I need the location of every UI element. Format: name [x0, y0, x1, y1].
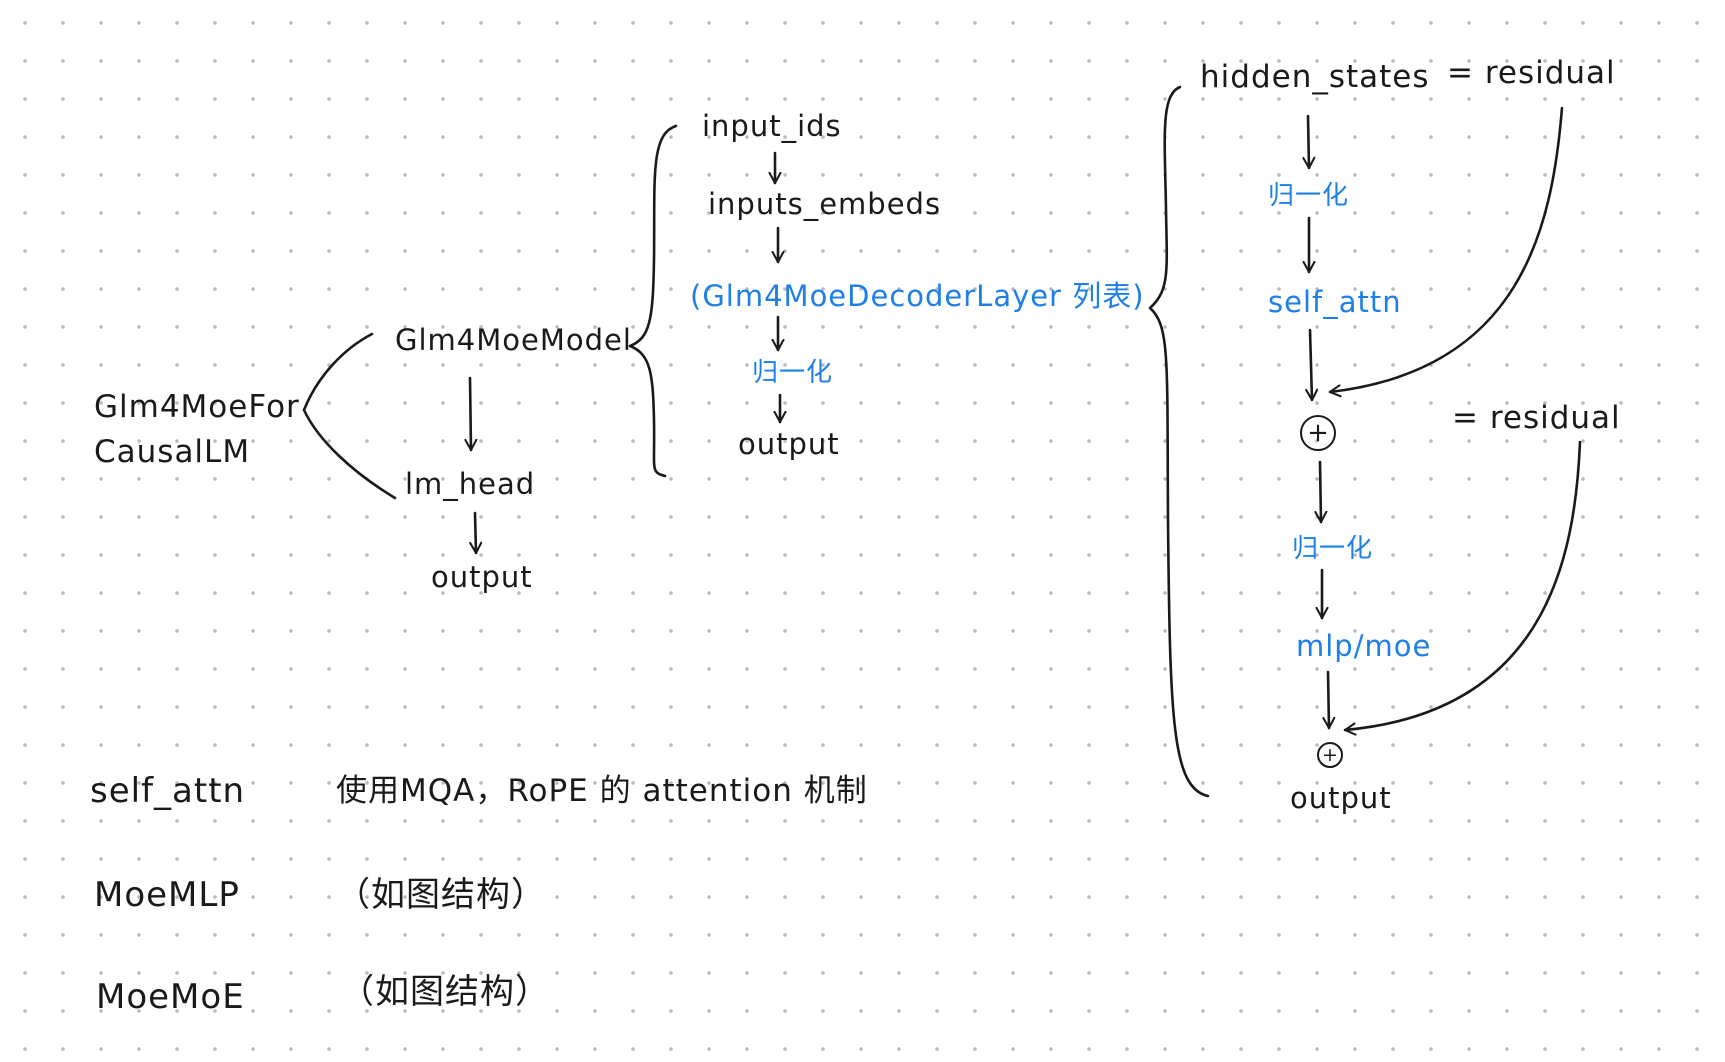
note-term-moe-moe: MoeMoE	[96, 977, 245, 1017]
arrow-attn-to-add1	[1310, 328, 1312, 402]
hidden-states-node: hidden_states	[1200, 59, 1430, 95]
arrow-add1-to-norm2	[1320, 460, 1321, 524]
input-ids-node: input_ids	[702, 109, 842, 143]
model-brace	[628, 124, 678, 478]
residual-add-2: +	[1317, 742, 1343, 768]
residual-assign-1: = residual	[1447, 55, 1616, 91]
model-output-node: output	[738, 427, 840, 461]
arrow-lmhead-to-output	[475, 511, 476, 555]
mlp-moe-node: mlp/moe	[1296, 629, 1432, 663]
model-class-line-2: CausalLM	[94, 434, 251, 470]
residual-skip-2	[1343, 440, 1582, 730]
lm-head-node: lm_head	[405, 467, 536, 501]
inputs-embeds-node: inputs_embeds	[708, 187, 942, 221]
fork-to-model	[302, 332, 374, 412]
arrow-hidden-to-norm1	[1308, 114, 1309, 170]
arrow-model-to-lmhead	[470, 376, 471, 452]
decoder-brace	[1148, 85, 1210, 798]
self-attn-node: self_attn	[1268, 285, 1402, 319]
note-term-moe-mlp: MoeMLP	[94, 875, 240, 915]
decoder-norm-2: 归一化	[1292, 534, 1374, 564]
residual-add-1: +	[1300, 415, 1336, 451]
arrow-mlp-to-add2	[1328, 670, 1329, 730]
residual-assign-2: = residual	[1452, 400, 1621, 436]
note-desc-moe-mlp: （如图结构）	[336, 875, 546, 915]
fork-to-lm-head	[302, 408, 397, 500]
decoder-layers-node: (Glm4MoeDecoderLayer 列表)	[690, 279, 1145, 313]
outer-output-node: output	[431, 560, 533, 594]
note-desc-self-attn: 使用MQA，RoPE 的 attention 机制	[336, 773, 868, 809]
model-norm-node: 归一化	[752, 358, 834, 388]
note-term-self-attn: self_attn	[90, 771, 246, 811]
decoder-norm-1: 归一化	[1268, 181, 1350, 211]
residual-skip-1	[1328, 106, 1564, 392]
decoder-output-node: output	[1290, 781, 1392, 815]
model-class-line-1: Glm4MoeFor	[94, 389, 300, 425]
model-node: Glm4MoeModel	[395, 323, 632, 357]
note-desc-moe-moe: （如图结构）	[340, 972, 550, 1012]
